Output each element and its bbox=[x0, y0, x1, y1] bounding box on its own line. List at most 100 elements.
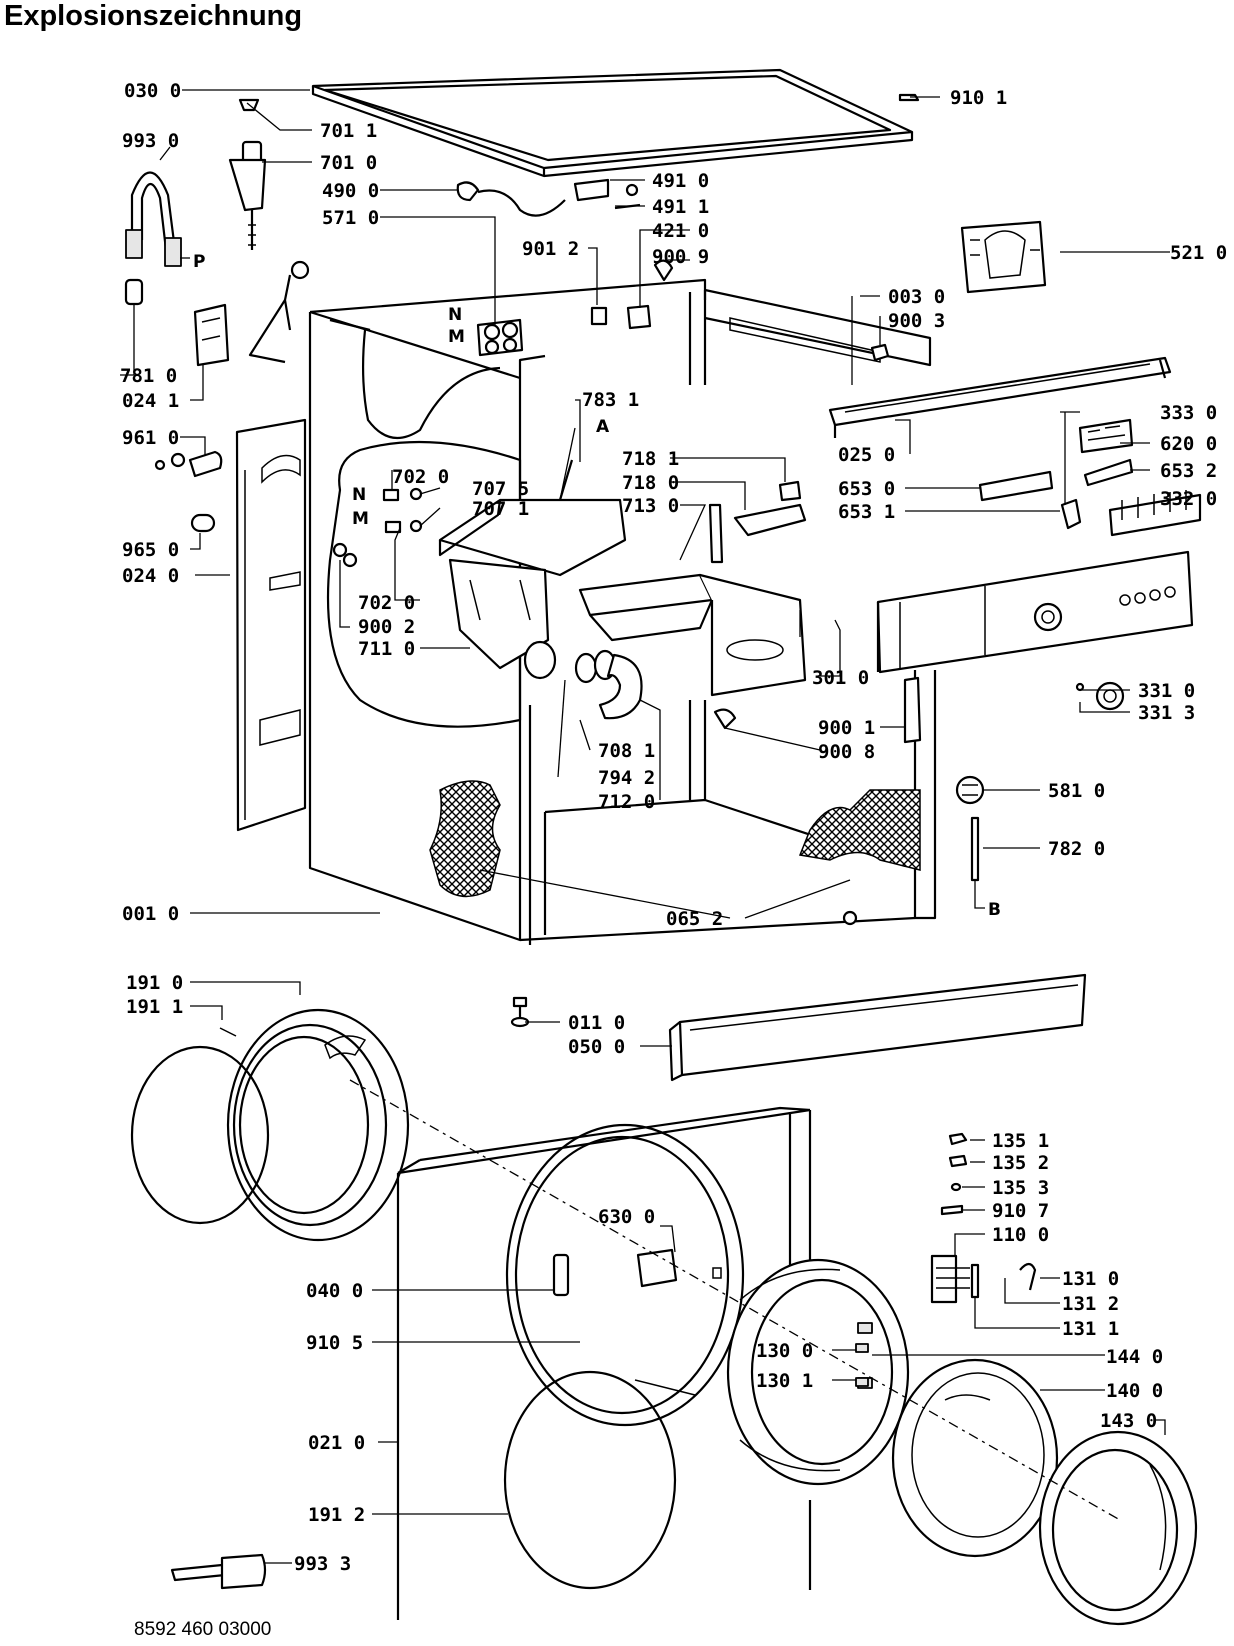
label-993-0: 993 0 bbox=[122, 130, 179, 152]
label-910-7: 910 7 bbox=[992, 1200, 1049, 1222]
label-331-0: 331 0 bbox=[1138, 680, 1195, 702]
ring-965-0 bbox=[190, 513, 216, 533]
label-900-8: 900 8 bbox=[818, 741, 875, 763]
hook-131-0 bbox=[1019, 1262, 1037, 1291]
screw-910-7 bbox=[940, 1204, 964, 1216]
label-191-2: 191 2 bbox=[308, 1504, 365, 1526]
page-title: Explosionszeichnung bbox=[4, 0, 303, 32]
switch-421-0 bbox=[590, 259, 674, 330]
label-135-1: 135 1 bbox=[992, 1130, 1049, 1152]
foot-011-0 bbox=[510, 996, 530, 1028]
label-571-0: 571 0 bbox=[322, 207, 379, 229]
rod-782-0 bbox=[970, 816, 980, 882]
part-718-0 bbox=[733, 503, 807, 537]
front-panel-021-0 bbox=[396, 1106, 812, 1620]
bracket-024-1 bbox=[193, 303, 230, 367]
tool-993-3 bbox=[170, 1553, 267, 1590]
label-003-0: 003 0 bbox=[888, 286, 945, 308]
door-ring-144-0 bbox=[726, 1258, 910, 1486]
label-135-2: 135 2 bbox=[992, 1152, 1049, 1174]
label-900-9: 900 9 bbox=[652, 246, 709, 268]
label-783-1: 783 1 bbox=[582, 389, 639, 411]
label-993-3: 993 3 bbox=[294, 1553, 351, 1575]
bolt-961-0 bbox=[154, 450, 223, 478]
fittings-707 bbox=[332, 487, 423, 568]
part-130-1 bbox=[855, 1377, 869, 1387]
label-782-0: 782 0 bbox=[1048, 838, 1105, 860]
label-781-0: 781 0 bbox=[120, 365, 177, 387]
label-702-0-b: 702 0 bbox=[358, 592, 415, 614]
door-glass-140-0 bbox=[891, 1358, 1059, 1558]
label-712-0: 712 0 bbox=[598, 791, 655, 813]
hinge-110-0 bbox=[930, 1254, 980, 1304]
screw-900-3 bbox=[870, 343, 890, 362]
wiring-490-0 bbox=[456, 178, 641, 217]
wire-191-1 bbox=[130, 1045, 270, 1225]
label-620-0: 620 0 bbox=[1160, 433, 1217, 455]
label-001-0: 001 0 bbox=[122, 903, 179, 925]
leader-lines bbox=[120, 89, 1190, 1564]
label-491-0: 491 0 bbox=[652, 170, 709, 192]
marker-b: B bbox=[988, 900, 1001, 920]
label-718-0: 718 0 bbox=[622, 472, 679, 494]
label-030-0: 030 0 bbox=[124, 80, 181, 102]
label-965-0: 965 0 bbox=[122, 539, 179, 561]
gasket-191-0 bbox=[226, 1008, 410, 1242]
rail-025-0 bbox=[828, 356, 1172, 438]
label-333-0: 333 0 bbox=[1160, 402, 1217, 424]
label-191-1: 191 1 bbox=[126, 996, 183, 1018]
label-630-0: 630 0 bbox=[598, 1206, 655, 1228]
mesh-pad-right bbox=[798, 789, 921, 871]
board-620-0 bbox=[1078, 418, 1134, 454]
detergent-drawer bbox=[578, 573, 807, 697]
dispenser-housing-711-0 bbox=[438, 498, 627, 680]
part-653-0 bbox=[978, 470, 1054, 502]
screw-910-1 bbox=[898, 93, 920, 102]
label-040-0: 040 0 bbox=[306, 1280, 363, 1302]
part-653-2 bbox=[1083, 458, 1134, 487]
label-581-0: 581 0 bbox=[1048, 780, 1105, 802]
hose-993-0 bbox=[124, 171, 182, 306]
rear-panel bbox=[235, 418, 307, 832]
sensor-581-0 bbox=[955, 775, 985, 805]
label-653-0: 653 0 bbox=[838, 478, 895, 500]
knob-331-0 bbox=[1075, 681, 1125, 711]
valve-571-0 bbox=[476, 318, 524, 357]
control-panel-301-0 bbox=[876, 550, 1194, 674]
label-708-1: 708 1 bbox=[598, 740, 655, 762]
door-axis-line bbox=[349, 1079, 1121, 1521]
marker-p: P bbox=[193, 252, 205, 272]
label-490-0: 490 0 bbox=[322, 180, 379, 202]
label-131-1: 131 1 bbox=[1062, 1318, 1119, 1340]
label-421-0: 421 0 bbox=[652, 220, 709, 242]
label-144-0: 144 0 bbox=[1106, 1346, 1163, 1368]
label-653-2: 653 2 bbox=[1160, 460, 1217, 482]
part-135-1 bbox=[948, 1132, 968, 1146]
label-135-3: 135 3 bbox=[992, 1177, 1049, 1199]
label-131-0: 131 0 bbox=[1062, 1268, 1119, 1290]
label-491-1: 491 1 bbox=[652, 196, 709, 218]
label-653-1: 653 1 bbox=[838, 501, 895, 523]
label-707-1: 707 1 bbox=[472, 498, 529, 520]
marker-n-fitting: N bbox=[352, 485, 366, 505]
module-521-0 bbox=[960, 220, 1047, 294]
label-130-0: 130 0 bbox=[756, 1340, 813, 1362]
label-711-0: 711 0 bbox=[358, 638, 415, 660]
pressure-switch-900-1 bbox=[903, 676, 922, 744]
buttons-332-0 bbox=[1108, 490, 1202, 537]
label-025-0: 025 0 bbox=[838, 444, 895, 466]
label-718-1: 718 1 bbox=[622, 448, 679, 470]
valve-701-0 bbox=[228, 140, 267, 250]
label-900-1: 900 1 bbox=[818, 717, 875, 739]
marker-n-valve: N bbox=[448, 305, 462, 325]
label-332-0: 332 0 bbox=[1160, 488, 1217, 510]
label-910-5: 910 5 bbox=[306, 1332, 363, 1354]
clamp-191-2 bbox=[634, 1379, 696, 1396]
part-653-1 bbox=[1060, 498, 1082, 530]
label-065-2: 065 2 bbox=[666, 908, 723, 930]
label-901-2: 901 2 bbox=[522, 238, 579, 260]
label-900-3: 900 3 bbox=[888, 310, 945, 332]
part-135-3 bbox=[950, 1182, 962, 1192]
